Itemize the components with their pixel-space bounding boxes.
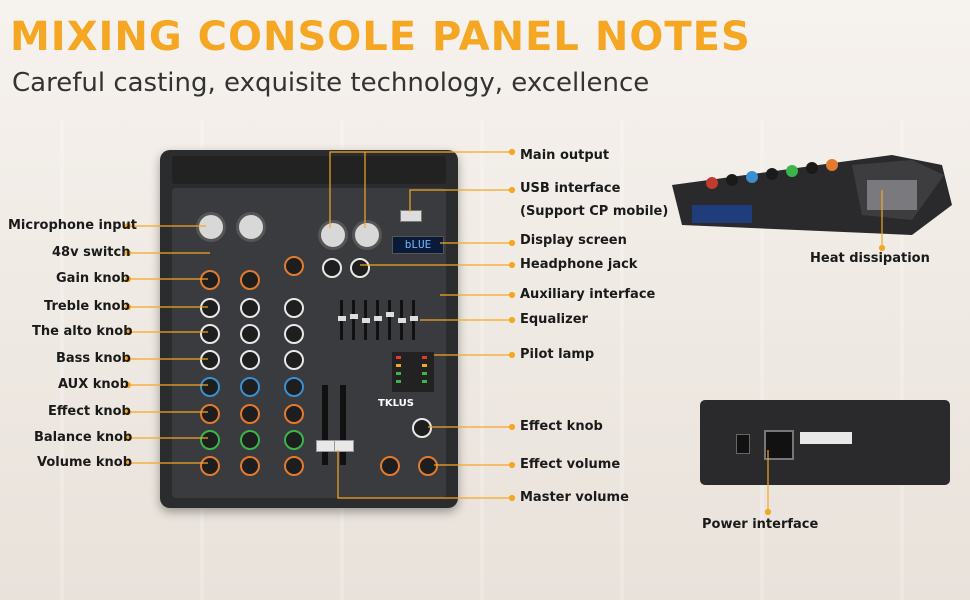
led-low — [396, 372, 401, 375]
pan-knob-2 — [240, 430, 260, 450]
label-pilot-lamp: Pilot lamp — [520, 347, 595, 362]
effect-program-knob — [412, 418, 432, 438]
led-mid — [422, 364, 427, 367]
bass-knob-2 — [240, 350, 260, 370]
label-main-output: Main output — [520, 148, 610, 163]
main-out-right — [352, 220, 382, 250]
eq-cap — [362, 318, 370, 323]
aux-knob-3 — [284, 377, 304, 397]
mic-input-1 — [196, 212, 226, 242]
label-volume-knob: Volume knob — [37, 455, 133, 470]
led-clip — [396, 356, 401, 359]
gain-knob-3 — [284, 256, 304, 276]
bass-knob-1 — [200, 350, 220, 370]
phone-jack — [350, 258, 370, 278]
led-mid — [396, 364, 401, 367]
eq-cap — [350, 314, 358, 319]
led-low — [396, 380, 401, 383]
mid-knob-1 — [200, 324, 220, 344]
gain-knob-2 — [240, 270, 260, 290]
label-usb-note: (Support CP mobile) — [520, 204, 669, 219]
page-title: MIXING CONSOLE PANEL NOTES — [10, 14, 751, 60]
pilot-lamp-panel — [392, 352, 434, 392]
label-aux-knob: AUX knob — [58, 377, 129, 392]
treble-knob-3 — [284, 298, 304, 318]
label-bass-knob: Bass knob — [56, 351, 131, 366]
mixer-back-view — [700, 400, 950, 485]
label-effect-knob-right: Effect knob — [520, 419, 603, 434]
power-socket — [764, 430, 794, 460]
volume-knob-1 — [200, 456, 220, 476]
led-low — [422, 372, 427, 375]
effect-to-aux-knob — [380, 456, 400, 476]
label-master-volume: Master volume — [520, 490, 629, 505]
label-gain-knob: Gain knob — [56, 271, 130, 286]
label-alto-knob: The alto knob — [32, 324, 133, 339]
label-48v-switch: 48v switch — [52, 245, 131, 260]
main-out-left — [318, 220, 348, 250]
treble-knob-1 — [200, 298, 220, 318]
effect-volume-knob — [418, 456, 438, 476]
label-equalizer: Equalizer — [520, 312, 588, 327]
master-fader-left-track — [322, 385, 328, 465]
label-usb-interface: USB interface — [520, 181, 621, 196]
mid-knob-2 — [240, 324, 260, 344]
eq-cap — [374, 316, 382, 321]
usb-port — [400, 210, 422, 222]
aux-knob-1 — [200, 377, 220, 397]
label-display-screen: Display screen — [520, 233, 627, 248]
treble-knob-2 — [240, 298, 260, 318]
eq-cap — [410, 316, 418, 321]
label-power-interface: Power interface — [702, 517, 819, 532]
label-microphone-input: Microphone input — [8, 218, 138, 233]
eq-cap — [338, 316, 346, 321]
eq-slider — [388, 300, 391, 340]
aux-knob-2 — [240, 377, 260, 397]
volume-knob-2 — [240, 456, 260, 476]
eq-cap — [398, 318, 406, 323]
gain-knob-1 — [200, 270, 220, 290]
volume-knob-3 — [284, 456, 304, 476]
label-balance-knob: Balance knob — [34, 430, 133, 445]
aux-jack — [322, 258, 342, 278]
effect-send-knob-1 — [200, 404, 220, 424]
power-switch — [736, 434, 750, 454]
label-effect-volume: Effect volume — [520, 457, 621, 472]
label-treble-knob: Treble knob — [44, 299, 130, 314]
eq-slider — [352, 300, 355, 340]
master-fader-right — [334, 440, 354, 452]
label-heat-dissipation: Heat dissipation — [810, 251, 930, 266]
brand-logo: TKLUS — [378, 398, 414, 409]
led-clip — [422, 356, 427, 359]
mid-knob-3 — [284, 324, 304, 344]
bass-knob-3 — [284, 350, 304, 370]
label-headphone-jack: Headphone jack — [520, 257, 638, 272]
eq-cap — [386, 312, 394, 317]
label-effect-knob: Effect knob — [48, 404, 131, 419]
display-screen: bLUE — [392, 236, 444, 254]
pan-knob-3 — [284, 430, 304, 450]
page-subtitle: Careful casting, exquisite technology, e… — [12, 68, 650, 98]
led-low — [422, 380, 427, 383]
mixer-top-strip — [172, 156, 446, 184]
effect-send-knob-3 — [284, 404, 304, 424]
caution-label — [800, 432, 852, 444]
label-auxiliary-interface: Auxiliary interface — [520, 287, 656, 302]
mic-input-2 — [236, 212, 266, 242]
pan-knob-1 — [200, 430, 220, 450]
master-fader-right-track — [340, 385, 346, 465]
effect-send-knob-2 — [240, 404, 260, 424]
